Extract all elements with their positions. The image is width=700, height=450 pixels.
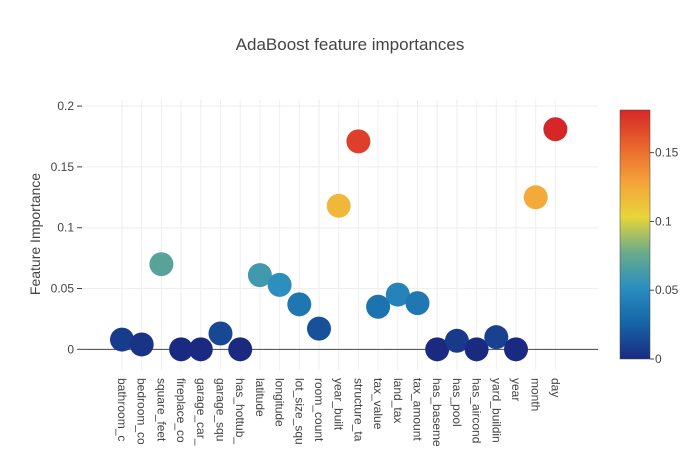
x-tick-label: square_feet — [154, 378, 168, 442]
y-tick-label: 0.2 — [57, 99, 74, 113]
x-tick-label: land_tax — [391, 378, 405, 423]
y-tick-label: 0 — [67, 342, 74, 356]
data-point-garage-car — [188, 337, 213, 362]
data-point-has-hottub — [228, 337, 253, 362]
chart-title: AdaBoost feature importances — [236, 35, 465, 54]
colorbar-tick-label: 0 — [655, 352, 662, 366]
x-tick-label: year — [509, 378, 523, 401]
x-tick-label: structure_ta — [351, 378, 365, 442]
data-point-day — [543, 117, 568, 142]
x-tick-label: month — [529, 378, 543, 411]
x-tick-label: has_pool — [450, 378, 464, 427]
y-tick-label: 0.15 — [51, 160, 75, 174]
x-tick-label: day — [548, 378, 562, 397]
x-tick-label: yard_buildin — [489, 378, 503, 443]
y-tick-label: 0.05 — [51, 282, 75, 296]
x-tick-label: tax_amount — [411, 378, 425, 441]
x-axis-labels: bathroom_c bedroom_co square_feet fireplace… — [115, 378, 562, 447]
x-tick-label: garage_squ — [214, 378, 228, 441]
y-tick-label: 0.1 — [57, 221, 74, 235]
data-point-square-feet — [149, 252, 174, 277]
data-point-tax-amount — [405, 291, 430, 316]
y-axis-title: Feature Importance — [27, 173, 43, 295]
colorbar-gradient — [619, 109, 651, 360]
grid-layer — [82, 100, 598, 370]
data-point-has-pool — [444, 328, 469, 353]
data-point-bathroom-c — [110, 327, 134, 352]
data-point-tax-value — [366, 294, 391, 319]
data-point-year-built — [326, 193, 351, 218]
x-tick-label: latitude — [253, 378, 267, 417]
x-tick-label: bathroom_c — [115, 378, 129, 441]
x-tick-label: has_baseme — [430, 378, 444, 447]
data-point-has-aircond — [464, 337, 489, 362]
data-point-yard-buildin — [484, 325, 509, 350]
data-point-structure-ta — [346, 129, 371, 154]
data-point-month — [523, 185, 548, 210]
y-axis-ticks: 0 0.05 0.1 0.15 0.2 — [51, 99, 82, 356]
colorbar-ticks: 0 0.05 0.1 0.15 — [650, 146, 679, 366]
x-tick-label: garage_car_ — [194, 378, 208, 446]
data-point-has-baseme — [425, 337, 450, 362]
data-point-bedroom-co — [129, 332, 154, 357]
data-point-year — [504, 337, 528, 362]
x-tick-label: year_built — [332, 378, 346, 431]
x-tick-label: has_hottub_ — [233, 378, 247, 444]
x-tick-label: tax_value — [371, 378, 385, 430]
colorbar-tick-label: 0.15 — [655, 146, 679, 160]
colorbar-tick-label: 0.05 — [655, 283, 679, 297]
data-point-longitude — [267, 272, 292, 297]
data-point-fireplace-co — [169, 337, 194, 362]
x-tick-label: room_count — [312, 378, 326, 442]
data-point-land-tax — [385, 282, 410, 307]
colorbar: 0 0.05 0.1 0.15 — [619, 109, 679, 366]
data-points — [110, 117, 568, 362]
x-tick-label: fireplace_co — [174, 378, 188, 443]
x-tick-label: longitude — [273, 378, 287, 427]
x-tick-label: has_aircond — [470, 378, 484, 443]
data-point-lot-size-squ — [287, 292, 312, 317]
data-point-latitude — [247, 263, 272, 288]
x-tick-label: lot_size_squ — [292, 378, 306, 445]
data-point-garage-squ — [208, 321, 233, 346]
x-tick-label: bedroom_co — [135, 378, 149, 445]
colorbar-tick-label: 0.1 — [655, 214, 672, 228]
data-point-room-count — [307, 316, 331, 341]
